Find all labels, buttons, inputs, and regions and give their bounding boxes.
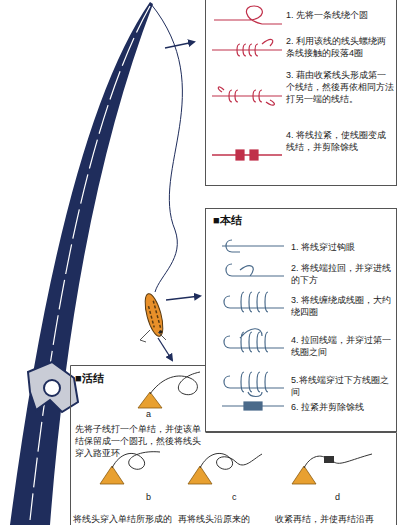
pointer-arrow [158,338,172,360]
step-text: 6. 拉紧并剪除馀线 [291,401,393,413]
knot-panel: 1. 先将一条线绕个圆 2. 利用该线的线头螺绕两条线接触的段落4圈 3. 藉由收紧… [205,0,397,186]
step-text: 1. 先将一条线绕个圆 [286,9,394,21]
step-text: c [232,491,237,503]
step-text: 收紧再结，并使再结沿再 [275,513,374,525]
step-text: b [146,491,151,503]
knot-sketch [222,240,284,410]
hook [140,330,166,342]
step-text: 1. 将线穿过钩眼 [291,241,393,253]
step-text: 3. 藉由收紧线头形成第一个线结，然後再依相同方法打另一端的线结。 [286,69,394,105]
fishing-rod [10,2,153,525]
pointer-arrow [166,296,200,300]
knot-panel: ■活结 a 先将子线打一个单结，并使该单结保留成一个圆孔，然後将线头穿入路亚环 b c d… [70,365,400,525]
step-text: 3. 将线缠绕成线圈，大约绕四圈 [291,294,393,318]
step-text: 5.将线端穿过下方线圈之间 [291,374,393,398]
panel-heading: ■本结 [213,213,242,228]
step-text: d [335,491,340,503]
pointer-arrow [165,42,194,48]
step-text: 再将线头沿原来的 [178,513,250,525]
step-text: 先将子线打一个单结，并使该单结保留成一个圆孔，然後将线头穿入路亚环 [75,423,203,459]
knot-sketch [212,6,282,160]
panel-heading: ■活结 [75,371,104,386]
step-text: 2. 将线端拉回，并穿进线的下方 [291,262,393,286]
step-text: 2. 利用该线的线头螺绕两条线接触的段落4圈 [286,35,394,59]
step-text: 4. 拉回线端，并穿过第一线圈之间 [291,334,393,358]
knot-panel: ■本结 1. 将线穿过钩眼 2. 将线端拉回，并穿进线的下方 3. 将线缠绕成线圈，大… [205,208,397,432]
step-text: 将线头穿入单结所形成的 [73,513,172,525]
lure [142,292,167,338]
step-text: a [146,408,151,420]
step-text: 4. 将线拉紧，使线圈变成线结，并剪除馀线 [286,129,394,153]
